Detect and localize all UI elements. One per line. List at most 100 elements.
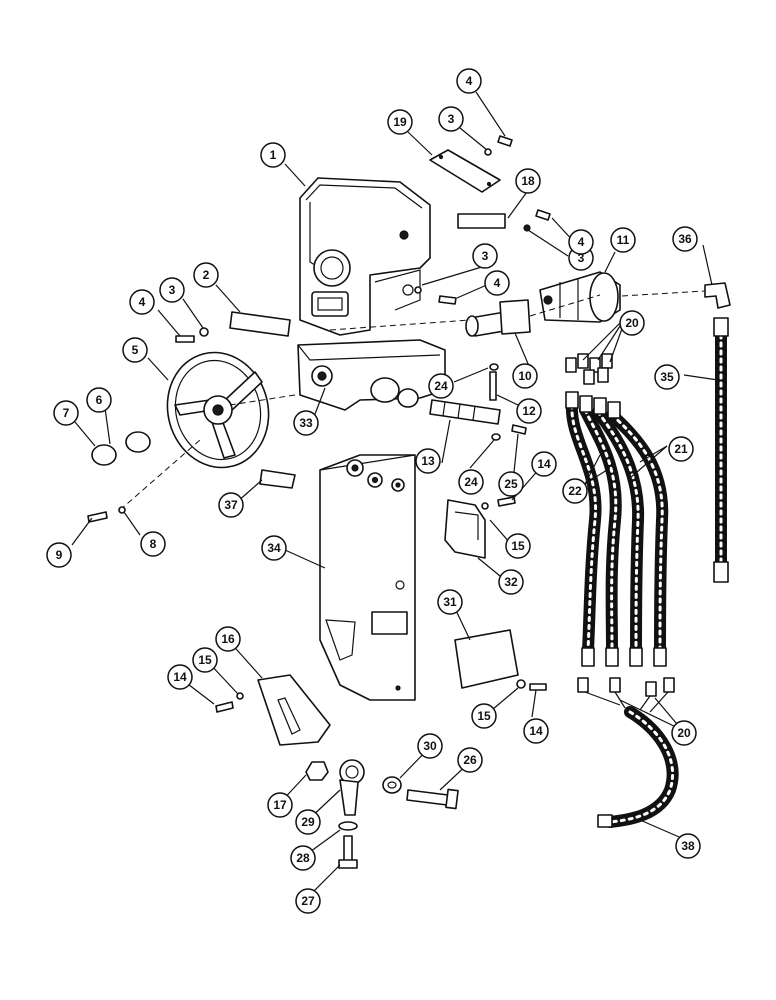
callout-3: 3 xyxy=(159,277,185,303)
screw-25 xyxy=(511,424,527,435)
cap-7 xyxy=(91,444,117,466)
svg-text:3: 3 xyxy=(169,283,176,297)
bolt-26 xyxy=(406,788,459,810)
pin-12 xyxy=(489,371,497,401)
leader-lines xyxy=(71,91,719,898)
svg-text:5: 5 xyxy=(132,343,139,357)
svg-text:4: 4 xyxy=(578,235,585,249)
svg-text:31: 31 xyxy=(443,595,457,609)
callout-29: 29 xyxy=(295,809,321,835)
svg-text:3: 3 xyxy=(482,249,489,263)
svg-text:15: 15 xyxy=(511,539,525,553)
callout-28: 28 xyxy=(290,845,316,871)
callout-26: 26 xyxy=(457,747,483,773)
callout-4: 4 xyxy=(568,229,594,255)
callout-16: 16 xyxy=(215,626,241,652)
bracket-32 xyxy=(444,499,486,559)
callout-17: 17 xyxy=(267,792,293,818)
svg-text:27: 27 xyxy=(301,894,315,908)
callout-27: 27 xyxy=(295,888,321,914)
callout-4: 4 xyxy=(484,270,510,296)
callout-3: 3 xyxy=(472,243,498,269)
cover-plate-19 xyxy=(429,149,501,193)
svg-text:3: 3 xyxy=(578,251,585,265)
callout-20: 20 xyxy=(671,720,697,746)
steering-housing xyxy=(299,177,431,336)
hose-35 xyxy=(713,317,729,583)
bolt-27 xyxy=(338,835,358,869)
bracket-33 xyxy=(297,339,446,411)
svg-text:32: 32 xyxy=(504,575,518,589)
callout-24: 24 xyxy=(428,373,454,399)
callout-8: 8 xyxy=(140,531,166,557)
callout-18: 18 xyxy=(515,168,541,194)
steering-motor-11 xyxy=(539,271,621,323)
callout-22: 22 xyxy=(562,478,588,504)
callout-4: 4 xyxy=(129,289,155,315)
shaft-13 xyxy=(429,399,501,425)
callout-25: 25 xyxy=(498,471,524,497)
cap-6 xyxy=(125,431,151,453)
callout-15: 15 xyxy=(505,533,531,559)
svg-text:24: 24 xyxy=(434,379,448,393)
svg-text:11: 11 xyxy=(617,233,630,247)
callout-30: 30 xyxy=(417,733,443,759)
svg-text:13: 13 xyxy=(421,454,435,468)
svg-text:14: 14 xyxy=(529,724,543,738)
fittings-20-top xyxy=(565,353,613,385)
svg-text:19: 19 xyxy=(393,115,407,129)
callout-12: 12 xyxy=(516,398,542,424)
callout-5: 5 xyxy=(122,337,148,363)
svg-text:15: 15 xyxy=(477,709,491,723)
svg-text:26: 26 xyxy=(463,753,477,767)
elbow-36 xyxy=(704,282,731,309)
callout-1: 1 xyxy=(260,142,286,168)
callout-35: 35 xyxy=(654,364,680,390)
coupler-shaft-10 xyxy=(329,294,601,337)
pedestal-34 xyxy=(319,454,416,701)
callout-20: 20 xyxy=(619,310,645,336)
svg-text:36: 36 xyxy=(678,232,692,246)
svg-text:29: 29 xyxy=(301,815,315,829)
svg-text:15: 15 xyxy=(198,653,212,667)
svg-text:10: 10 xyxy=(518,369,532,383)
washer-24 xyxy=(489,363,501,441)
svg-text:34: 34 xyxy=(267,541,281,555)
callout-15: 15 xyxy=(192,647,218,673)
callout-34: 34 xyxy=(261,535,287,561)
svg-text:3: 3 xyxy=(448,112,455,126)
svg-text:33: 33 xyxy=(299,416,313,430)
rod-end-29 xyxy=(339,759,365,816)
svg-text:6: 6 xyxy=(96,393,103,407)
svg-text:8: 8 xyxy=(150,537,157,551)
steering-wheel-5 xyxy=(166,351,270,469)
svg-text:35: 35 xyxy=(660,370,674,384)
callout-33: 33 xyxy=(293,410,319,436)
callout-7: 7 xyxy=(53,400,79,426)
hose-38 xyxy=(597,706,679,828)
svg-text:25: 25 xyxy=(504,477,518,491)
callout-32: 32 xyxy=(498,569,524,595)
svg-text:16: 16 xyxy=(221,632,235,646)
plate-18 xyxy=(457,213,506,229)
svg-text:4: 4 xyxy=(139,295,146,309)
callout-4: 4 xyxy=(456,68,482,94)
callout-3: 3 xyxy=(438,106,464,132)
callout-24: 24 xyxy=(458,469,484,495)
callout-36: 36 xyxy=(672,226,698,252)
plate-2 xyxy=(229,311,291,337)
svg-text:22: 22 xyxy=(568,484,582,498)
svg-text:7: 7 xyxy=(63,406,70,420)
washer-28 xyxy=(338,821,358,831)
callout-37: 37 xyxy=(218,492,244,518)
svg-text:20: 20 xyxy=(677,726,691,740)
svg-text:28: 28 xyxy=(296,851,310,865)
svg-text:14: 14 xyxy=(173,670,187,684)
svg-text:2: 2 xyxy=(203,268,210,282)
callout-15: 15 xyxy=(471,703,497,729)
svg-text:20: 20 xyxy=(625,316,639,330)
callout-9: 9 xyxy=(46,542,72,568)
callout-11: 11 xyxy=(610,227,636,253)
svg-text:18: 18 xyxy=(521,174,535,188)
